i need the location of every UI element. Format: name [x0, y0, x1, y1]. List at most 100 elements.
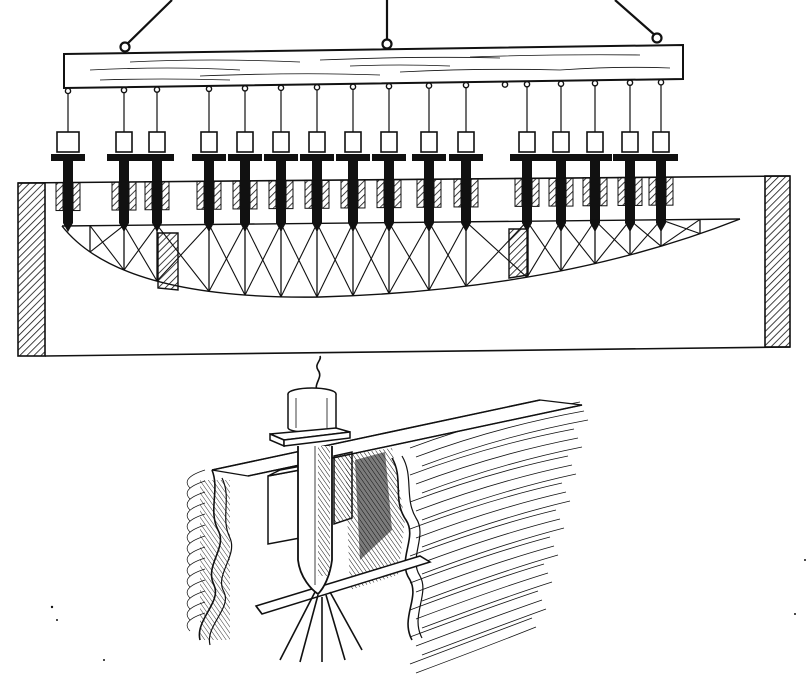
- weight-block: [621, 131, 639, 153]
- brace-block-left: [157, 232, 179, 291]
- guide-block: [433, 178, 442, 208]
- tamper-unit: [300, 84, 334, 232]
- hanger-eye: [626, 79, 634, 87]
- guide-block: [599, 177, 608, 207]
- lifting-eye-right: [651, 32, 663, 44]
- truss-diagonal: [316, 222, 354, 298]
- tamper-crossbar: [412, 154, 446, 161]
- weight-block: [308, 131, 326, 153]
- tamper-unit: [107, 86, 141, 232]
- tamper-crossbar: [644, 154, 678, 161]
- ground-hatch-line: [421, 473, 577, 521]
- ground-hatch-line: [415, 491, 567, 539]
- tamper-shank: [522, 161, 532, 223]
- tamper-shank: [276, 161, 286, 223]
- tamper-point: [63, 223, 73, 232]
- ground-hatch-line: [409, 509, 557, 557]
- ground-hatch-line: [415, 572, 549, 620]
- ground-hatch-line: [415, 410, 585, 458]
- hanger-eye: [557, 80, 565, 88]
- tamper-unit: [228, 85, 262, 232]
- guide-block: [565, 177, 574, 207]
- guide-block: [514, 177, 523, 207]
- truss-diagonal: [388, 221, 430, 294]
- hanger-eye: [591, 79, 599, 87]
- ground-hatching-right: [186, 401, 589, 674]
- tamper-crossbar: [192, 154, 226, 161]
- weight-block: [344, 131, 362, 153]
- guide-block-left: [267, 469, 301, 545]
- tamper-unit: [51, 87, 85, 232]
- guide-block: [72, 182, 81, 212]
- weight-block: [586, 131, 604, 153]
- hanger-eye: [241, 85, 249, 92]
- guide-block: [648, 176, 657, 206]
- tamper-unit: [192, 85, 226, 232]
- tamper-unit: [613, 79, 647, 232]
- lifting-eye-center: [381, 38, 393, 50]
- ground-hatch-line: [409, 455, 569, 503]
- truss-diagonal: [594, 220, 631, 256]
- wood-grain-line: [349, 64, 451, 67]
- truss-diagonal: [428, 221, 467, 291]
- tamper-crossbar: [510, 154, 544, 161]
- guide-block: [249, 180, 258, 210]
- tamper-unit: [644, 79, 678, 232]
- ground-hatch-line: [415, 545, 555, 593]
- weight-block: [200, 131, 218, 153]
- tamper-shank: [590, 161, 600, 223]
- tamper-shank: [119, 161, 129, 223]
- truss-diagonal: [594, 219, 631, 265]
- left-wall-hatching: [17, 182, 46, 357]
- guide-block: [665, 176, 674, 206]
- ground-hatch-line: [415, 437, 579, 485]
- truss-diagonal: [123, 224, 158, 271]
- guide-block-right: [333, 451, 353, 526]
- trench-section: [17, 175, 791, 357]
- ground-hatch-line: [409, 617, 533, 665]
- hanger-eye: [385, 82, 393, 90]
- wood-grain-line: [99, 78, 231, 81]
- truss-diagonal: [629, 219, 662, 247]
- tamper-crossbar: [300, 154, 334, 161]
- hanger-eye: [657, 79, 665, 86]
- tamper-unit: [412, 82, 446, 232]
- hanger-eye: [501, 81, 509, 88]
- tamper-shank: [312, 161, 322, 223]
- weight-block: [652, 131, 670, 153]
- wood-grain-line: [399, 68, 561, 73]
- ground-hatch-line: [186, 469, 206, 489]
- tamper-crossbar: [578, 154, 612, 161]
- truss-diagonal: [208, 224, 246, 296]
- weight-block: [56, 131, 80, 153]
- tamper-unit: [372, 82, 406, 232]
- guide-block: [617, 176, 626, 206]
- ground-hatch-line: [415, 464, 573, 512]
- tamper-crossbar: [449, 154, 483, 161]
- tamper-crossbar: [140, 154, 174, 161]
- truss-diagonal: [388, 222, 430, 291]
- tamper-crossbar: [336, 154, 370, 161]
- ground-hatch-line: [409, 482, 563, 530]
- wood-grain-line: [199, 73, 381, 77]
- tamper-shank: [625, 161, 635, 223]
- ground-hatch-line: [409, 428, 575, 476]
- truss-diagonal: [89, 224, 125, 253]
- tamper-unit: [578, 79, 612, 232]
- guide-block: [393, 179, 402, 209]
- guide-block: [321, 179, 330, 209]
- tamper-crossbar: [228, 154, 262, 161]
- guide-block: [285, 180, 294, 210]
- guide-block: [111, 181, 120, 211]
- tamper-unit: [544, 80, 578, 232]
- hanger-eye: [523, 80, 531, 88]
- guide-block: [531, 177, 540, 207]
- tamper-crossbar: [544, 154, 578, 161]
- weight-block: [420, 131, 438, 153]
- tamper-assembly: [267, 355, 353, 596]
- tamper-crossbar: [613, 154, 647, 161]
- weight-block: [457, 131, 475, 153]
- hanger-eye: [425, 82, 433, 89]
- guide-block: [232, 180, 241, 210]
- hanger-eye: [120, 86, 128, 94]
